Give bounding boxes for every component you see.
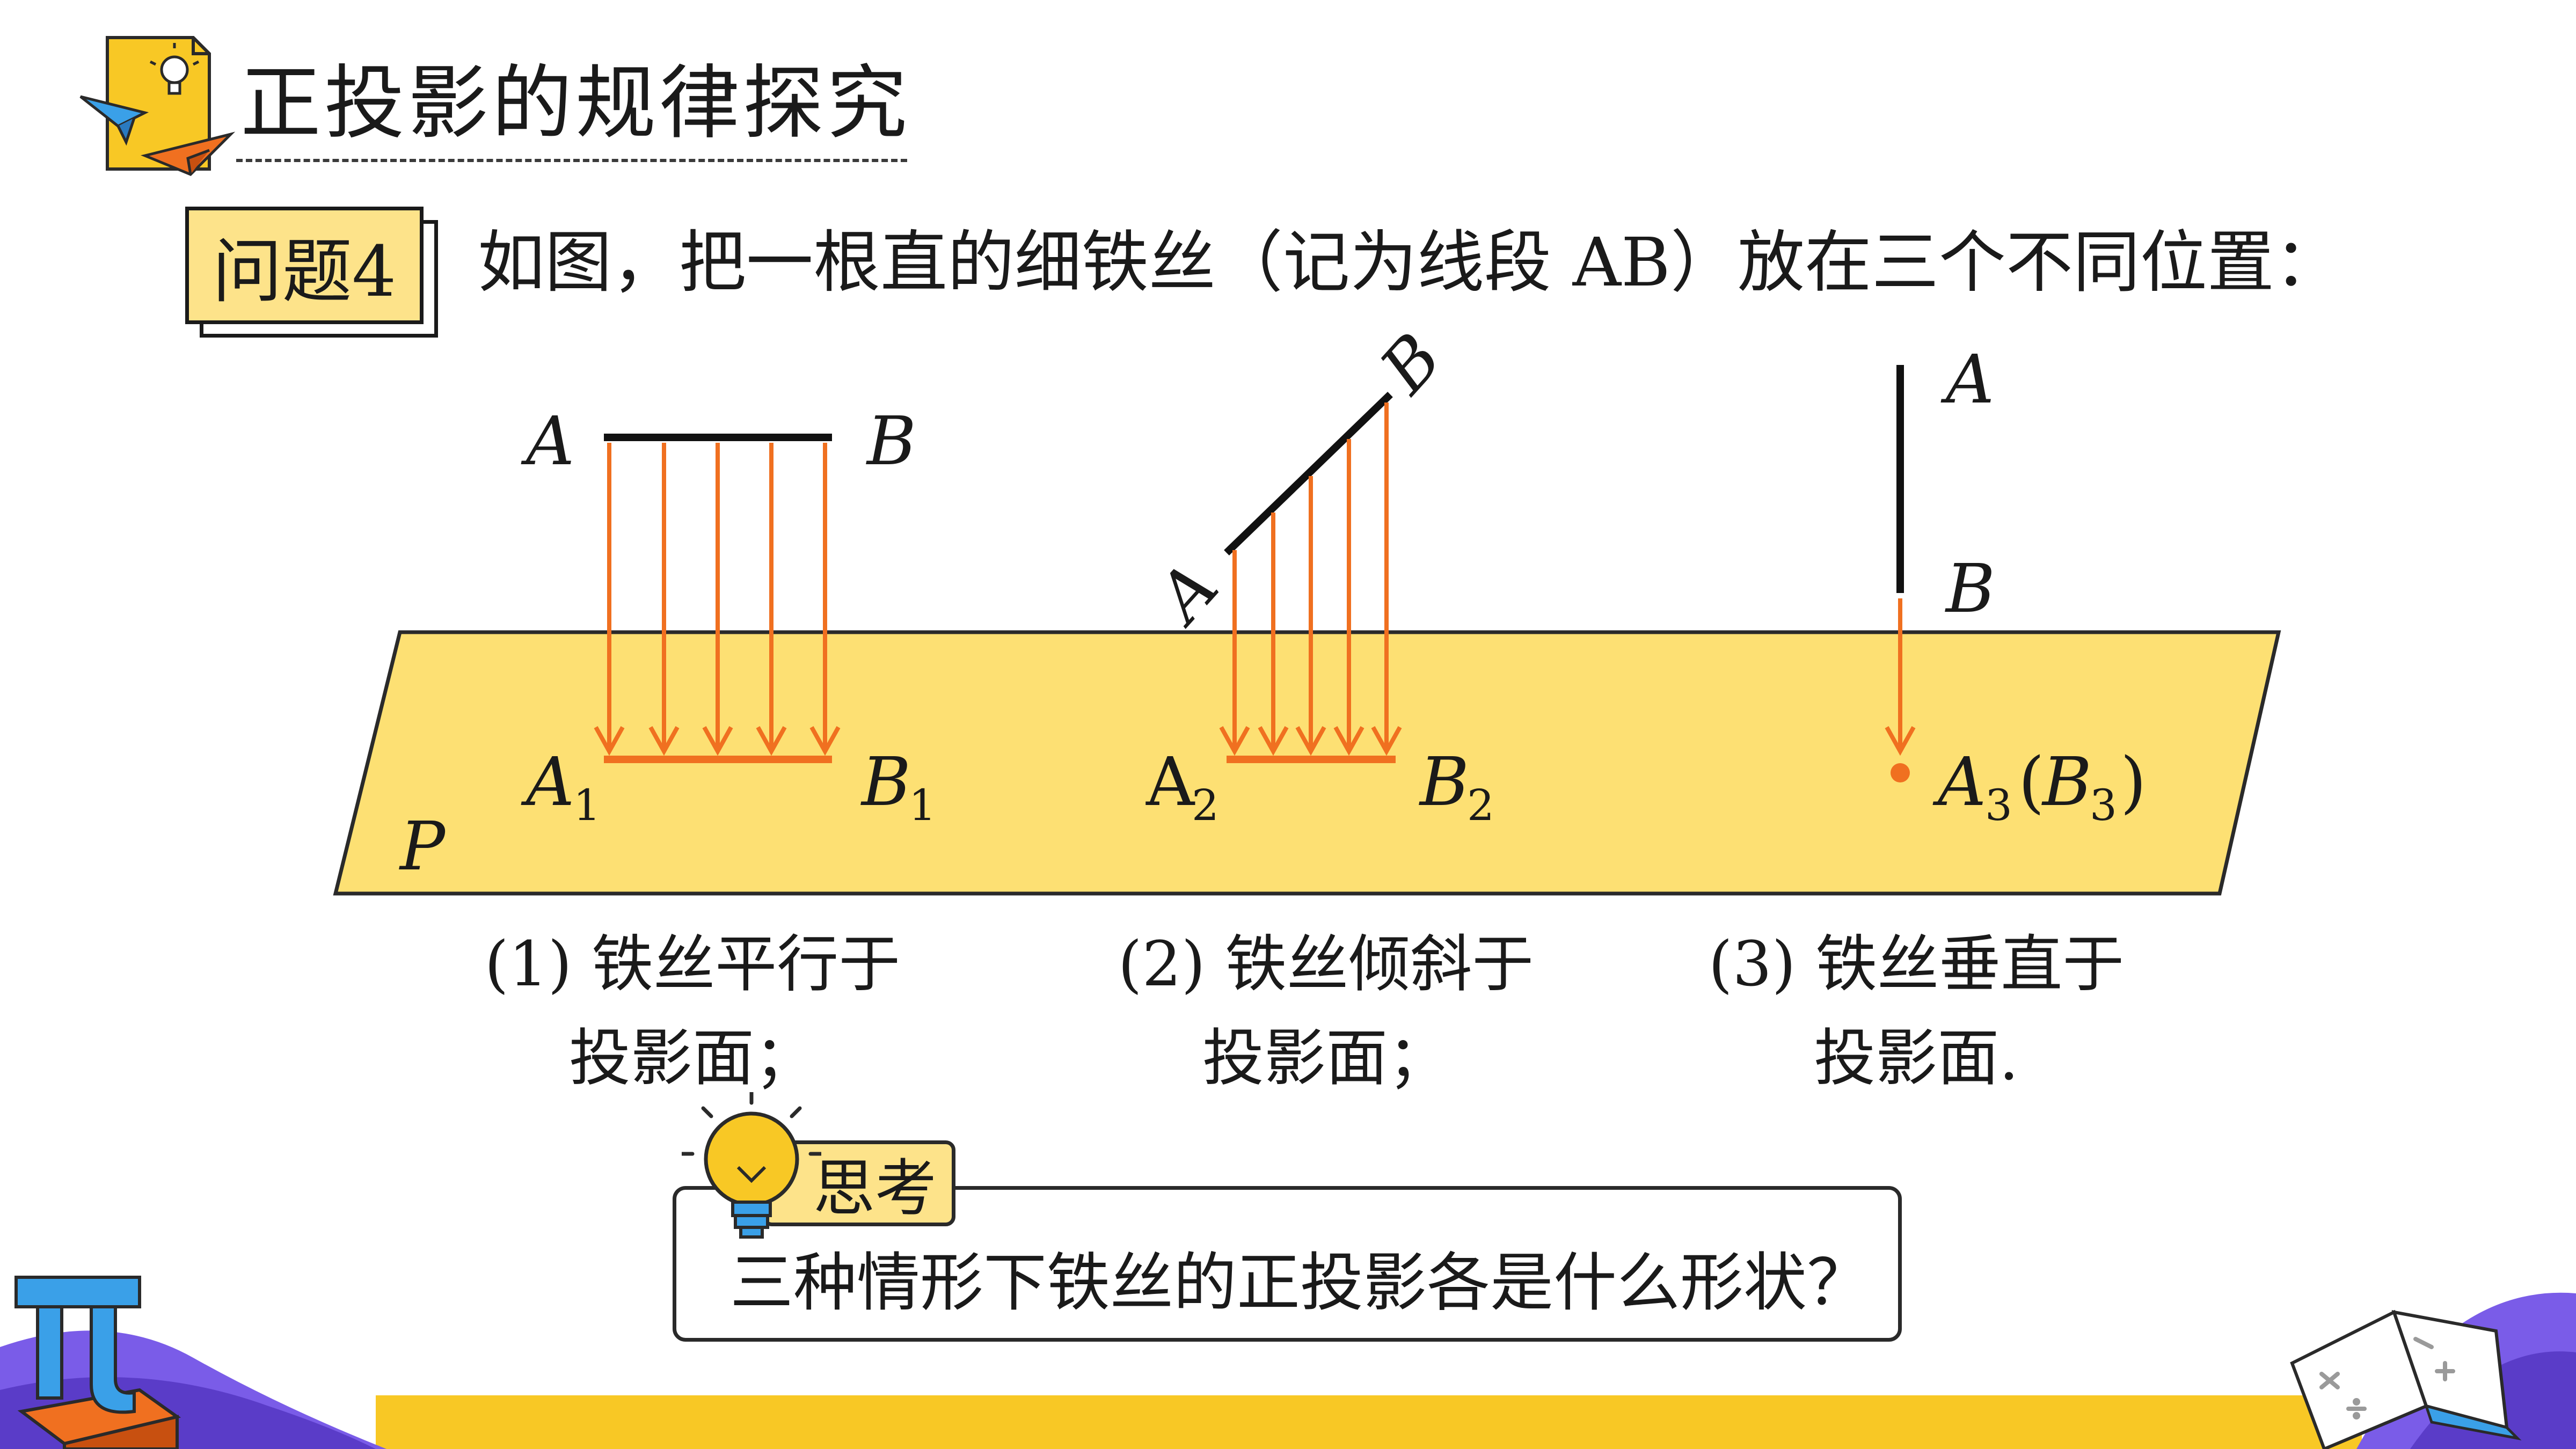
- label-b1-sub: 1: [909, 780, 936, 830]
- label-a1-sub: 1: [573, 780, 601, 830]
- projection-rays-2: [1232, 402, 1389, 749]
- arrowhead-3: [1885, 726, 1916, 756]
- label-a1: A: [521, 743, 574, 821]
- pi-block-decoration: [0, 1276, 386, 1449]
- label-b1: B: [860, 743, 911, 821]
- label-b-case2: B: [1365, 319, 1457, 409]
- label-b3-sub: 3: [2090, 780, 2117, 830]
- title-divider: [236, 159, 907, 162]
- label-a-case3: A: [1940, 341, 1994, 419]
- open-book-decoration: [2290, 1292, 2576, 1449]
- label-b2-sub: 2: [1467, 780, 1494, 830]
- label-a3-sub: 3: [1985, 780, 2012, 830]
- title-doc-icon: [79, 36, 236, 176]
- label-b2: B: [1419, 743, 1469, 821]
- footer-band: [376, 1395, 2362, 1449]
- caption-case3-line2: 投影面.: [1814, 1022, 2019, 1094]
- label-a-case1: A: [521, 402, 574, 480]
- label-b-case1: B: [866, 402, 916, 480]
- label-paren-open: (: [2018, 743, 2045, 821]
- arrowheads-1: [594, 726, 841, 756]
- label-a2-sub: 2: [1192, 780, 1219, 830]
- arrowheads-2: [1219, 726, 1402, 756]
- projection-point-3: [1891, 763, 1910, 782]
- caption-case2-line1: (2) 铁丝倾斜于: [1118, 928, 1534, 1000]
- lightbulb-icon: [682, 1092, 821, 1239]
- page-title: 正投影的规律探究: [240, 57, 911, 150]
- label-b-case3: B: [1945, 550, 1995, 628]
- label-paren-close: ): [2120, 743, 2147, 821]
- think-question: 三种情形下铁丝的正投影各是什么形状？: [730, 1246, 1871, 1320]
- label-a-case2: A: [1140, 548, 1234, 640]
- question-text: 如图，把一根直的细铁丝（记为线段 AB）放在三个不同位置：: [478, 224, 2341, 302]
- label-a3: A: [1932, 743, 1986, 821]
- question-label: 问题4: [185, 207, 424, 324]
- caption-case1-line2: 投影面；: [568, 1022, 816, 1094]
- caption-case3-line1: (3) 铁丝垂直于: [1708, 928, 2125, 1000]
- projection-rays-1: [607, 443, 827, 749]
- caption-case1-line1: (1) 铁丝平行于: [484, 928, 901, 1000]
- label-a2: A: [1145, 743, 1195, 821]
- caption-case2-line2: 投影面；: [1202, 1022, 1449, 1094]
- wire-ab-oblique: [1224, 391, 1393, 556]
- label-b3: B: [2041, 743, 2092, 821]
- plane-label: P: [399, 808, 446, 885]
